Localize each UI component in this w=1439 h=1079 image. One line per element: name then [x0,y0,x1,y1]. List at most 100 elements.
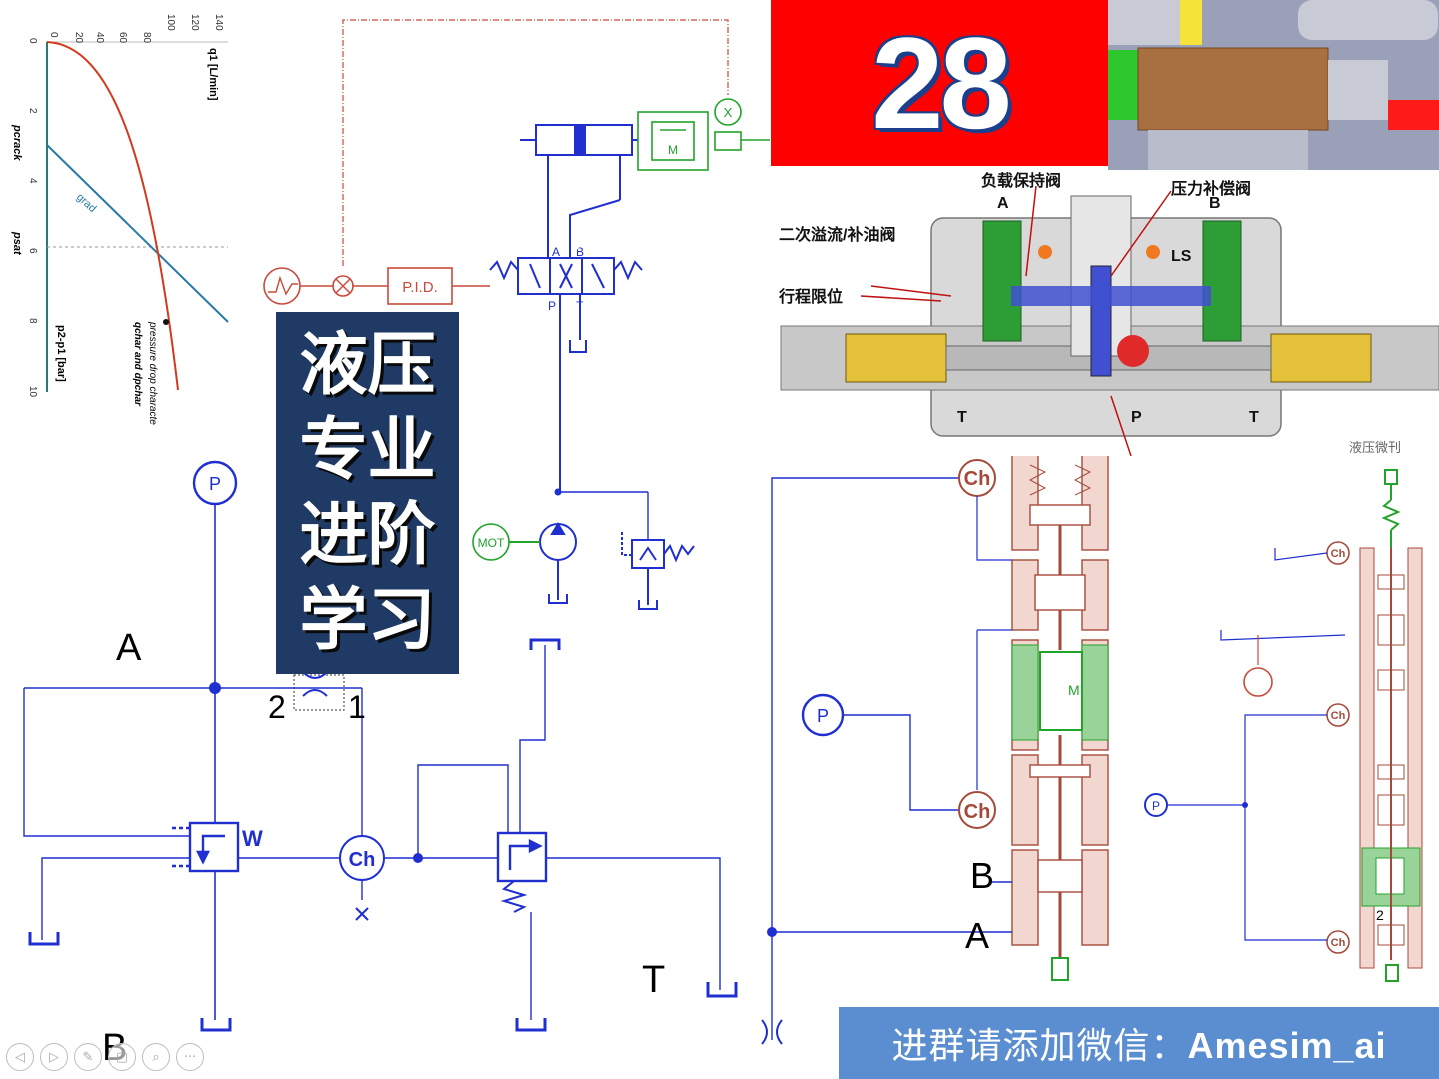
operating-point [163,319,169,325]
far-right-check-3: Ch [1331,937,1346,949]
pen-icon[interactable]: ✎ [74,1043,102,1071]
y-tick-1: 2 [27,108,38,114]
x-tick-1: 20 [73,32,84,44]
episode-number: 28 [871,10,1012,156]
contact-banner: 进群请添加微信：Amesim_ai [839,1007,1439,1079]
x-tick-4: 80 [141,32,152,44]
chart-x-ticks: 0 20 40 60 80 100 120 140 [48,14,224,44]
y-tick-3: 6 [27,248,38,254]
slide-controls: ◁ ▷ ✎ ▢ ⌕ ··· [6,1043,204,1075]
mass-label-right: M [1068,682,1080,698]
x-axis-label: q1 [L/min] [207,48,219,101]
y-tick-4: 8 [27,318,38,324]
check-label-left: Ch [349,849,376,871]
label-pressure-comp: 压力补偿阀 [1171,179,1251,198]
check-valve-left [339,835,385,921]
title-line-3: 进阶 [299,496,436,575]
tank-symbol [515,1018,547,1032]
tank-line [546,857,721,990]
psat-label: psat [11,231,23,256]
motor-label: MOT [478,536,505,550]
valve-port-b: B [1209,195,1221,212]
mass-block-right [1011,644,1109,741]
load-holding-point [1038,245,1052,259]
pressure-reducing-valve [496,831,548,913]
title-line-1: 液压 [299,326,436,405]
tank-symbol [529,638,561,650]
render-thumbnail [1108,0,1439,170]
orifice-port-1: 1 [348,689,366,725]
valve-port-b: B [576,245,584,259]
port-b-channel [1202,220,1242,342]
course-title-box: 液压 专业 进阶 学习 [276,312,459,674]
y-tick-5: 10 [27,386,38,398]
right-spring [1270,333,1372,383]
x-tick-3: 60 [117,32,128,44]
pid-controller [387,267,453,305]
left-spring [845,333,947,383]
more-options-icon[interactable]: ··· [176,1043,204,1071]
valve-port-t-right: T [1249,409,1259,426]
valve-port-p: P [548,299,556,313]
grad-line [46,144,229,323]
pressure-source-right-label: P [817,706,829,726]
far-right-line [1220,630,1346,641]
far-right-pressure-source [1144,714,1327,941]
relief-valve-top [621,532,695,610]
hydraulic-cylinder [520,124,650,492]
title-line-2: 专业 [299,411,436,490]
tank-symbol [28,932,60,946]
valve-cutaway: 负载保持阀 压力补偿阀 二次溢流/补油阀 行程限位 A B LS P T T 液… [771,166,1439,456]
far-right-check-2: Ch [1331,710,1346,722]
label-t-left: T [642,959,665,1001]
tank-symbol [200,1018,232,1032]
x-tick-7: 140 [213,14,224,31]
spring-symbol [1073,464,1092,496]
next-slide-icon[interactable]: ▷ [40,1043,68,1071]
label-a-right: A [965,915,989,956]
far-right-check-1: Ch [1331,548,1346,560]
junction [554,488,562,496]
pressure-source-left-label: P [209,474,221,494]
y-tick-2: 4 [27,178,38,184]
pilot-line [976,496,1012,561]
check-label-right-top: Ch [964,468,991,490]
return-line [771,477,958,1040]
mass-label: M [668,143,678,157]
zoom-icon[interactable]: ⌕ [142,1043,170,1071]
tank-line [519,645,546,833]
slides-view-icon[interactable]: ▢ [108,1043,136,1071]
pressure-drop-chart: 0 20 40 60 80 100 120 140 q1 [L/min] 0 2… [11,14,229,425]
valve-port-a: A [997,195,1009,212]
far-right-port-2: 2 [1376,907,1384,923]
pid-label: P.I.D. [402,279,438,296]
contact-prefix: 进群请添加微信： [891,1026,1188,1067]
chart-y-ticks: 0 2 4 6 8 10 [27,38,38,398]
sensor-right [1051,957,1069,981]
x-tick-5: 100 [165,14,176,31]
pointer-line [860,295,942,302]
check-valve-right-bottom [958,791,996,829]
electric-motor [472,523,540,561]
spring-symbol [1028,464,1047,496]
wechat-id: Amesim_ai [1187,1025,1387,1066]
label-load-holding: 负载保持阀 [981,171,1061,190]
contact-text: 进群请添加微信：Amesim_ai [891,1017,1386,1069]
pressure-drop-curve [46,41,179,391]
pointer-line [1110,395,1132,456]
pointer-line [1025,185,1037,277]
summing-junction [332,275,354,297]
far-right-sensor [1385,964,1399,982]
previous-slide-icon[interactable]: ◁ [6,1043,34,1071]
ls-channel [1011,286,1211,306]
hydraulic-pump [539,522,577,604]
pressure-source-right [801,693,958,811]
pilot-line [23,688,190,837]
label-b-right: B [970,855,994,896]
far-right-spring [1381,469,1401,548]
p-port [1117,335,1149,367]
valve-port-p: P [1131,409,1142,426]
far-right-gain-icon [1243,667,1273,697]
red-part [1388,100,1439,130]
pressure-source-left [192,460,238,1020]
